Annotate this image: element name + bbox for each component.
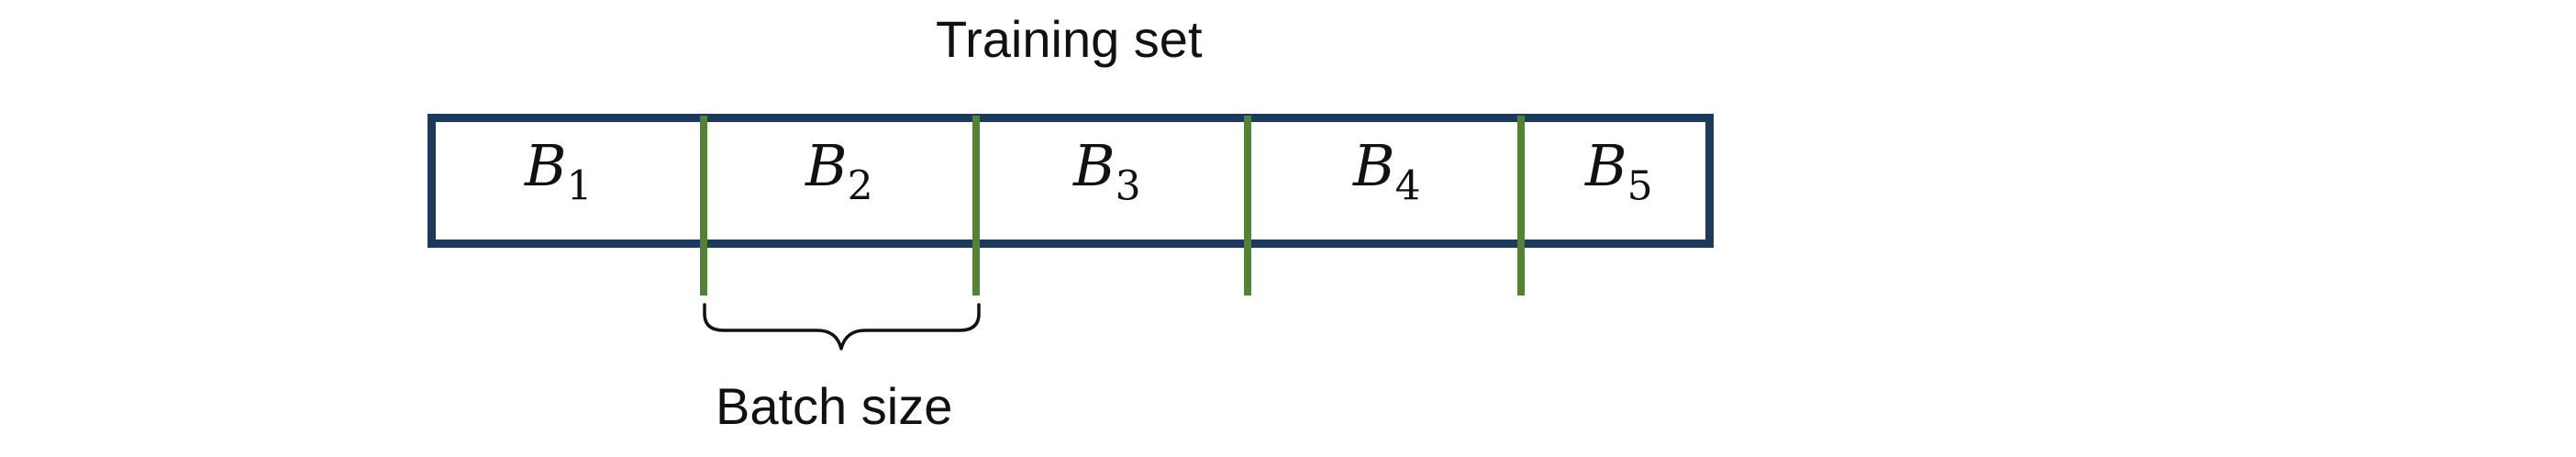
training-set-box — [427, 114, 1714, 248]
batch-size-label: Batch size — [716, 377, 953, 435]
batch-divider-3 — [1244, 116, 1251, 295]
batch-divider-2 — [972, 116, 980, 295]
diagram-title: Training set — [936, 10, 1203, 68]
batch-divider-1 — [700, 116, 707, 295]
batch-label-5: B5 — [1585, 132, 1653, 210]
batch-divider-4 — [1517, 116, 1525, 295]
batch-label-1: B1 — [525, 132, 593, 210]
batch-label-3: B3 — [1073, 132, 1141, 210]
batch-size-brace — [703, 303, 981, 351]
batch-label-2: B2 — [805, 132, 873, 210]
batch-label-4: B4 — [1353, 132, 1421, 210]
